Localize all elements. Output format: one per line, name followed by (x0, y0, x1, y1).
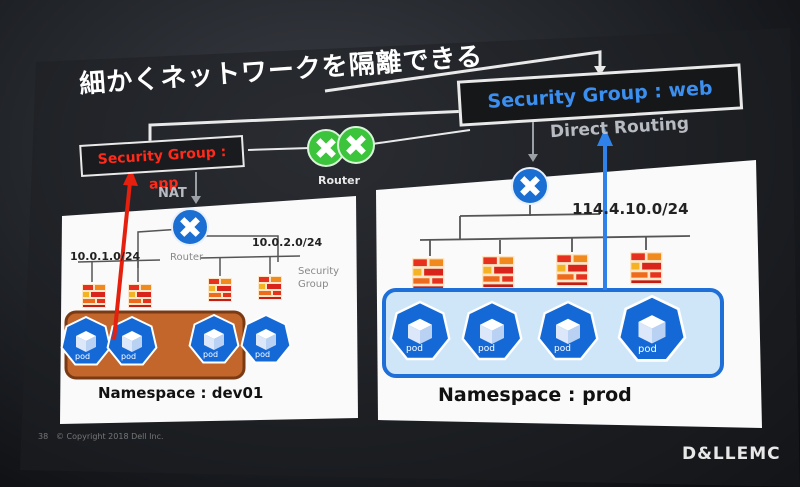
connector-router-web (371, 129, 471, 145)
firewall-icon (412, 258, 445, 291)
pod-label: pod (478, 344, 495, 354)
firewall-icon (482, 256, 515, 289)
connector-top-right (324, 50, 602, 93)
firewall-icon (556, 254, 589, 287)
firewall-icon (82, 284, 106, 308)
router-icon (337, 126, 375, 164)
page-number: 38 (38, 432, 49, 441)
pod-label: pod (638, 344, 657, 355)
pod-label: pod (75, 352, 91, 361)
arrow-icon (597, 128, 613, 146)
firewall-icon (630, 252, 663, 285)
namespace-dev01: Namespace : dev01 (98, 384, 264, 402)
connector-app-router (247, 147, 311, 151)
firewall-icon (128, 284, 152, 308)
copyright-text: © Copyright 2018 Dell Inc. (56, 432, 164, 441)
red-arrow-line (112, 181, 132, 341)
left-router-caption: Router (170, 252, 204, 263)
arrow-icon (191, 196, 201, 204)
nat-label: NAT (158, 186, 187, 201)
brand-logo: D&LLEMC (682, 444, 781, 464)
security-group-caption-1: Security (298, 266, 340, 277)
firewall-icon (208, 278, 232, 302)
arrow-icon (528, 154, 538, 162)
pod-label: pod (121, 352, 137, 361)
arrow-icon (123, 168, 138, 186)
pod-label: pod (554, 344, 571, 354)
right-cidr: 114.4.10.0/24 (572, 200, 689, 218)
namespace-prod: Namespace : prod (438, 384, 632, 406)
router-icon (511, 167, 549, 205)
core-router-label: Router (318, 174, 361, 187)
pod-label: pod (203, 350, 219, 359)
pod-label: pod (406, 344, 423, 354)
router-icon (171, 208, 209, 246)
firewall-icon (258, 276, 282, 300)
security-group-caption-2: Group (298, 279, 329, 290)
pod-label: pod (255, 350, 271, 359)
left-cidr-a: 10.0.1.0/24 (70, 250, 141, 263)
left-cidr-b: 10.0.2.0/24 (252, 236, 323, 249)
